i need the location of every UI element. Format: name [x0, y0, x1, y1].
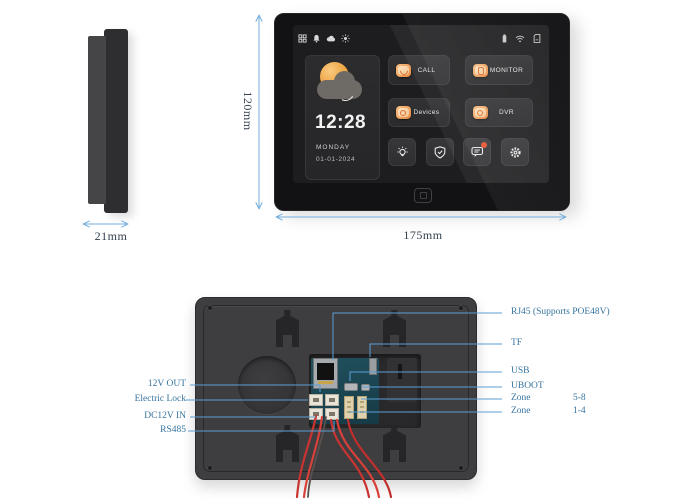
- label-electric-lock: Electric Lock: [134, 394, 186, 404]
- devices-label: Devices: [413, 109, 440, 116]
- dc12v-in-connector[interactable]: [309, 408, 323, 420]
- label-dc12v-in: DC12V IN: [144, 411, 186, 421]
- dvr-button[interactable]: DVR: [465, 98, 533, 127]
- device-front-view: 12:28 MONDAY 01-01-2024 CALL MONITOR Dev…: [274, 13, 570, 211]
- corner-screw: [458, 305, 464, 311]
- status-left-icons: [298, 34, 350, 43]
- bell-icon[interactable]: [312, 34, 321, 43]
- settings-gear-icon: [509, 146, 521, 158]
- battery-icon[interactable]: [502, 34, 507, 43]
- uboot-port[interactable]: [361, 384, 370, 391]
- label-tf: TF: [511, 338, 523, 348]
- wall-mount-slot: [276, 310, 299, 347]
- wall-mount-slot: [276, 425, 299, 462]
- home-button[interactable]: [414, 188, 432, 203]
- clock-date: 01-01-2024: [316, 156, 356, 163]
- messages-button[interactable]: [463, 138, 491, 166]
- device-camera-icon: [396, 106, 411, 119]
- light-button[interactable]: [388, 138, 416, 166]
- call-label: CALL: [417, 66, 436, 74]
- connector-recess: [309, 354, 421, 428]
- security-button[interactable]: [426, 138, 454, 166]
- side-width-dimension: 21mm: [94, 229, 128, 243]
- rj45-port[interactable]: [313, 358, 338, 389]
- label-rj45: RJ45 (Supports POE48V): [511, 307, 610, 317]
- recess-slot: [398, 364, 402, 379]
- main-pcb: [311, 358, 379, 424]
- clock-day: MONDAY: [316, 144, 351, 151]
- dvr-label: DVR: [499, 109, 514, 116]
- speaker-circle: [238, 356, 296, 414]
- door-monitor-icon: [473, 63, 488, 77]
- front-height-dimension: 120mm: [241, 91, 255, 131]
- zone-1-4-header[interactable]: [357, 396, 367, 419]
- label-rs485: RS485: [160, 425, 186, 435]
- 12v-out-connector[interactable]: [309, 394, 323, 406]
- zone-5-8-header[interactable]: [344, 396, 354, 419]
- messages-icon: [470, 146, 483, 157]
- tf-card-slot[interactable]: [369, 358, 377, 375]
- wifi-icon[interactable]: [515, 35, 525, 43]
- dvr-camera-icon: [473, 106, 488, 119]
- cloud-icon[interactable]: [326, 34, 336, 43]
- monitor-button[interactable]: MONITOR: [465, 55, 533, 85]
- apps-grid-icon[interactable]: [298, 34, 307, 43]
- devices-button[interactable]: Devices: [388, 98, 450, 127]
- recess-plate: [387, 358, 417, 402]
- corner-screw: [207, 305, 213, 311]
- usb-port[interactable]: [344, 383, 358, 391]
- light-bulb-icon: [396, 146, 408, 156]
- shield-check-icon: [434, 145, 446, 159]
- label-usb: USB: [511, 366, 530, 376]
- brightness-icon[interactable]: [341, 34, 350, 43]
- sd-card-icon[interactable]: [533, 34, 541, 43]
- touchscreen: 12:28 MONDAY 01-01-2024 CALL MONITOR Dev…: [293, 25, 549, 183]
- front-width-dimension: 175mm: [403, 228, 443, 242]
- corner-screw: [207, 465, 213, 471]
- side-view-front-panel: [88, 36, 106, 204]
- electric-lock-connector[interactable]: [325, 394, 339, 406]
- side-view-body: [104, 29, 128, 213]
- status-bar: [298, 32, 541, 45]
- status-right-icons: [502, 34, 541, 43]
- clock-weather-widget[interactable]: 12:28 MONDAY 01-01-2024: [305, 55, 380, 180]
- notification-badge: [481, 142, 487, 148]
- rs485-connector[interactable]: [325, 408, 339, 420]
- label-12v-out: 12V OUT: [147, 379, 186, 389]
- settings-button[interactable]: [501, 138, 529, 166]
- monitor-label: MONITOR: [489, 66, 524, 74]
- corner-screw: [458, 465, 464, 471]
- call-button[interactable]: CALL: [388, 55, 450, 85]
- call-bubble-icon: [396, 63, 411, 77]
- clock-time: 12:28: [315, 112, 367, 133]
- device-rear-view: [195, 297, 477, 480]
- label-uboot: UBOOT: [511, 381, 544, 391]
